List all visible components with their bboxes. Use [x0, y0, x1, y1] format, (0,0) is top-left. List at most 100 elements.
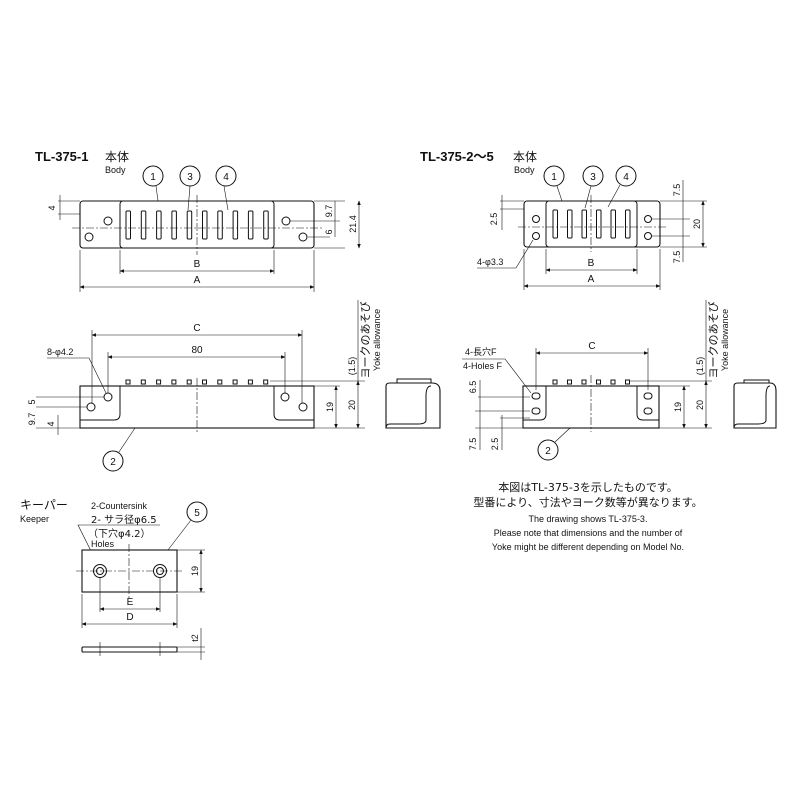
balloon-2: 2 — [537, 427, 571, 461]
svg-text:2.5: 2.5 — [490, 438, 500, 451]
svg-text:3: 3 — [187, 172, 193, 183]
svg-text:Please note that dimensions an: Please note that dimensions and the numb… — [494, 528, 683, 538]
body-jp-label: 本体 — [105, 150, 129, 164]
svg-text:7.5: 7.5 — [468, 438, 478, 451]
balloon-4: 4 — [607, 165, 637, 208]
balloon-3: 3 — [582, 165, 604, 209]
yoke-tooth — [171, 379, 177, 385]
yoke-tooth — [567, 379, 572, 385]
slots — [125, 210, 269, 240]
svg-text:The drawing shows TL-375-3.: The drawing shows TL-375-3. — [529, 514, 648, 524]
balloon-4: 4 — [215, 165, 237, 211]
yoke-tooth — [140, 379, 146, 385]
body-jp-label: 本体 — [513, 150, 537, 164]
svg-text:Holes: Holes — [91, 539, 115, 549]
slots — [552, 209, 631, 239]
yoke-tooth — [156, 379, 162, 385]
svg-text:B: B — [588, 258, 595, 269]
yoke-allowance-en: Yoke allowance — [372, 309, 382, 371]
balloon-2: 2 — [102, 427, 136, 472]
svg-text:Yoke might be different depend: Yoke might be different depending on Mod… — [492, 542, 684, 552]
tl2-top-view: TL-375-2～5 本体 Body 1 3 4 B A 2.5 4-φ3.3 … — [420, 149, 707, 290]
yoke-tooth — [610, 379, 616, 385]
svg-text:2-Countersink: 2-Countersink — [91, 501, 148, 511]
holes-label: 4-φ3.3 — [477, 257, 503, 267]
slot — [610, 209, 616, 239]
yoke-tooth — [186, 379, 192, 385]
holes-label: 8-φ4.2 — [47, 347, 73, 357]
slot — [156, 210, 162, 240]
dim-21-4: 21.4 — [348, 215, 358, 233]
svg-text:4: 4 — [46, 421, 56, 426]
slot — [217, 210, 223, 240]
side-view — [385, 378, 441, 429]
body-en-label: Body — [514, 165, 535, 175]
slot — [186, 210, 193, 240]
svg-text:A: A — [588, 274, 595, 285]
keeper-jp-label: キーパー — [20, 498, 68, 512]
slot — [140, 210, 147, 240]
svg-text:1: 1 — [551, 172, 557, 183]
svg-text:本図はTL-375-3を示したものです。: 本図はTL-375-3を示したものです。 — [498, 480, 678, 494]
svg-text:D: D — [126, 612, 133, 623]
yoke-tooth — [263, 379, 269, 385]
svg-text:E: E — [127, 597, 134, 608]
body-outline — [523, 200, 661, 248]
keeper-view: キーパー Keeper 2-Countersink 2- サラ径φ6.5 （下穴… — [20, 498, 208, 660]
slot — [125, 210, 131, 240]
yoke-tooth — [552, 379, 558, 385]
slot — [581, 209, 587, 239]
holes-label-jp: 4-長穴F — [465, 346, 497, 357]
svg-text:19: 19 — [190, 566, 200, 576]
svg-text:4: 4 — [623, 172, 629, 183]
body-en-label: Body — [105, 165, 126, 175]
yoke-allowance-jp: ヨークのあそび — [359, 302, 372, 379]
svg-text:2- サラ径φ6.5: 2- サラ径φ6.5 — [91, 513, 157, 526]
yoke-tooth — [217, 379, 223, 385]
dim-6: 6 — [324, 229, 334, 234]
model-title: TL-375-2～5 — [420, 149, 494, 164]
slot — [596, 209, 602, 239]
tl2-front-view: C 4-長穴F 4-Holes F 6.5 7.5 2.5 19 20 (1.5… — [462, 300, 777, 461]
svg-text:2: 2 — [110, 457, 116, 468]
yoke-tooth — [581, 379, 587, 385]
svg-text:C: C — [588, 341, 595, 352]
svg-text:20: 20 — [692, 219, 702, 229]
svg-text:ヨークのあそび: ヨークのあそび — [707, 302, 720, 379]
svg-text:t2: t2 — [190, 634, 200, 642]
keeper-en-label: Keeper — [20, 514, 49, 524]
drawing-notes: 本図はTL-375-3を示したものです。 型番により、寸法やヨーク数等が異なりま… — [473, 480, 702, 552]
tl1-front-view: C 80 8-φ4.2 5 9.7 4 19 20 (1.5) ヨークのあそび … — [27, 300, 441, 472]
svg-text:19: 19 — [673, 402, 683, 412]
slot — [232, 210, 239, 240]
svg-text:(1.5): (1.5) — [695, 357, 705, 376]
svg-text:型番により、寸法やヨーク数等が異なります。: 型番により、寸法やヨーク数等が異なります。 — [473, 495, 702, 509]
balloon-1: 1 — [543, 165, 565, 202]
slot — [171, 210, 177, 240]
svg-text:20: 20 — [347, 400, 357, 410]
model-title: TL-375-1 — [35, 149, 88, 164]
svg-text:7.5: 7.5 — [672, 251, 682, 264]
mount-holes — [532, 215, 652, 240]
yoke-tooth — [125, 379, 131, 385]
slot — [552, 209, 558, 239]
slot — [247, 210, 254, 240]
tl1-top-view: TL-375-1 本体 Body 1 3 4 B A 4 9.7 6 21.4 — [35, 149, 361, 292]
svg-text:19: 19 — [325, 402, 335, 412]
svg-text:Yoke allowance: Yoke allowance — [720, 309, 730, 371]
holes-label-en: 4-Holes F — [463, 361, 503, 371]
slot — [263, 210, 269, 240]
dim-b: B — [194, 259, 201, 270]
svg-text:2: 2 — [545, 446, 551, 457]
svg-text:9.7: 9.7 — [27, 413, 37, 426]
yoke-tooth — [232, 379, 238, 385]
slot — [567, 209, 573, 239]
dim-80: 80 — [191, 345, 203, 356]
svg-text:（下穴φ4.2）: （下穴φ4.2） — [88, 527, 151, 540]
svg-text:20: 20 — [695, 400, 705, 410]
svg-text:5: 5 — [194, 508, 200, 519]
svg-text:6.5: 6.5 — [468, 381, 478, 394]
balloon-3: 3 — [179, 165, 201, 211]
yoke-teeth — [552, 379, 630, 385]
